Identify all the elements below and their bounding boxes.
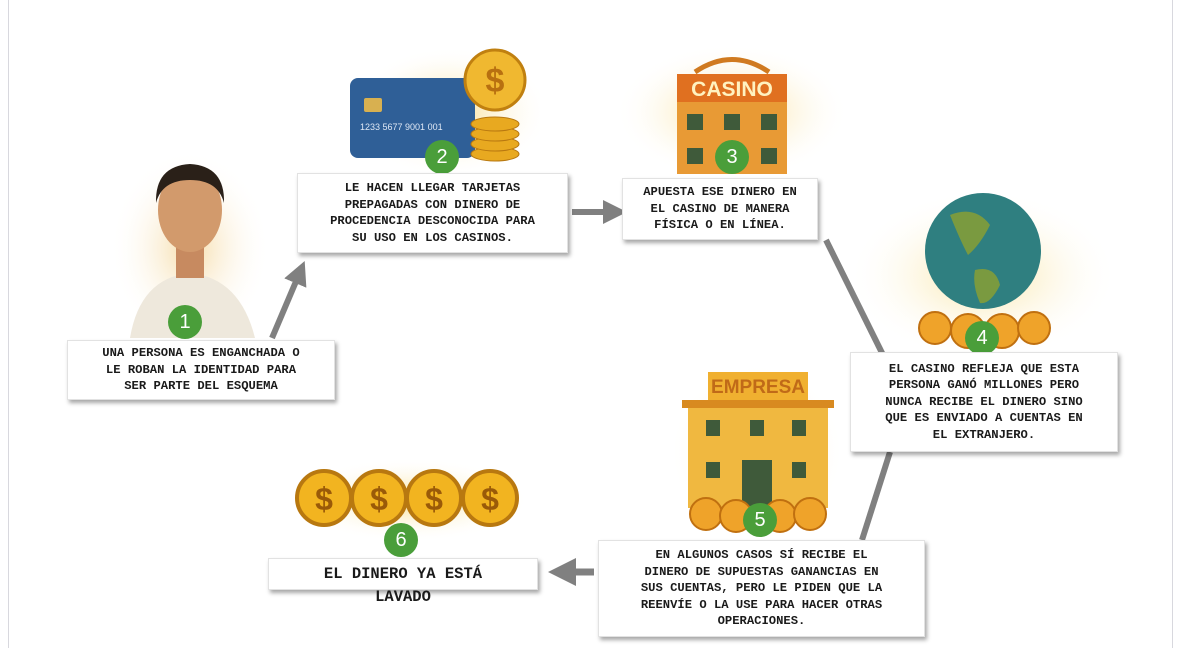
step-3-badge: 3 xyxy=(715,140,749,174)
casino-sign-text: CASINO xyxy=(691,78,773,101)
svg-text:$: $ xyxy=(481,481,499,517)
step-5-badge: 5 xyxy=(743,503,777,537)
casino-illustration: CASINO xyxy=(615,44,849,177)
globe-illustration xyxy=(850,190,1118,355)
step-3-box: APUESTA ESE DINERO EN EL CASINO DE MANER… xyxy=(622,178,818,240)
step-4-badge: 4 xyxy=(965,321,999,355)
company-building-illustration: EMPRESA xyxy=(670,364,844,537)
card-number-text: 1233 5677 9001 001 xyxy=(360,122,443,132)
step-1-box: UNA PERSONA ES ENGANCHADA O LE ROBAN LA … xyxy=(67,340,335,400)
step-2-box: LE HACEN LLEGAR TARJETAS PREPAGADAS CON … xyxy=(297,173,568,253)
step-2-badge: 2 xyxy=(425,140,459,174)
page-frame xyxy=(8,0,1173,648)
step-6-badge: 6 xyxy=(384,523,418,557)
step-6-box: EL DINERO YA ESTÁ xyxy=(268,558,538,590)
step-1-badge: 1 xyxy=(168,305,202,339)
step-6-overflow-text: LAVADO xyxy=(375,588,431,606)
svg-text:$: $ xyxy=(425,481,443,517)
arrow-1-to-2 xyxy=(269,260,307,340)
person-illustration xyxy=(110,150,270,343)
gold-coins-illustration: $ $ $ $ xyxy=(290,458,530,540)
prepaid-card-illustration: 1233 5677 9001 001 $ xyxy=(350,47,540,172)
svg-text:$: $ xyxy=(486,62,505,100)
empresa-sign-text: EMPRESA xyxy=(711,377,805,398)
svg-text:$: $ xyxy=(370,481,388,517)
line-4-to-5 xyxy=(859,451,893,541)
step-5-box: EN ALGUNOS CASOS SÍ RECIBE EL DINERO DE … xyxy=(598,540,925,637)
step-4-box: EL CASINO REFLEJA QUE ESTA PERSONA GANÓ … xyxy=(850,352,1118,452)
svg-text:$: $ xyxy=(315,481,333,517)
